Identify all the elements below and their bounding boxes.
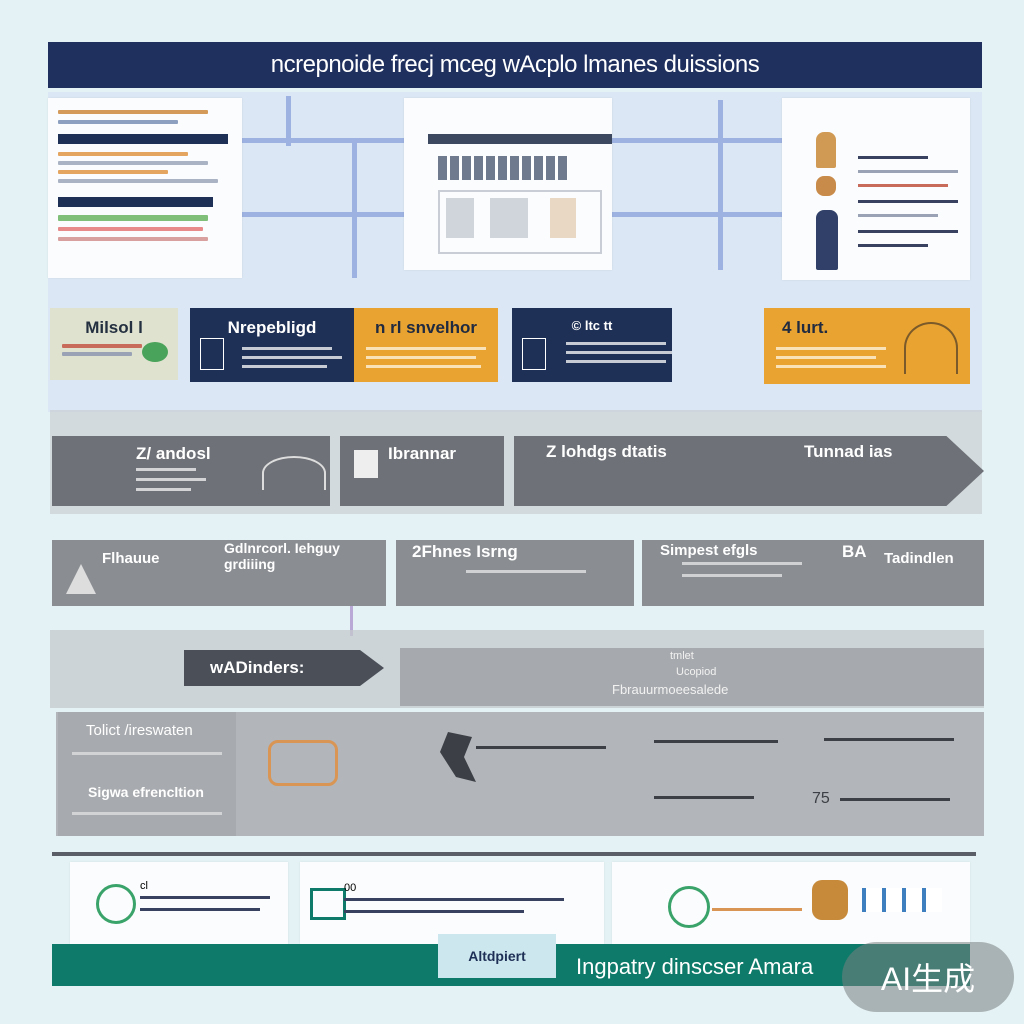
worker-icon — [268, 740, 338, 786]
text-lines-6-1 — [476, 746, 606, 749]
footer-title: Ingpatry dinscser Amara — [576, 954, 814, 979]
step-box-1: Milsol l — [50, 308, 178, 380]
worker-icon — [812, 880, 848, 920]
globe-icon — [668, 886, 710, 928]
info-panel-5: tmlet Ucopiod Fbrauurmoeesalede — [400, 648, 984, 706]
document-panel-left — [48, 98, 242, 278]
document-icon — [354, 450, 378, 478]
footer-card-3 — [612, 862, 970, 944]
fence-icon — [862, 888, 942, 912]
step-box-5: 4 lurt. — [764, 308, 970, 384]
page-title: ncrepnoide frecj mceg wAcplo lmanes duis… — [48, 42, 982, 88]
mountain-icon — [66, 564, 96, 594]
step-arrow-5: wADinders: — [184, 650, 384, 686]
document-icon — [200, 338, 224, 370]
legend-box-6: Tolict /ireswaten Sigwa efrencltion — [58, 712, 236, 836]
people-panel-right — [782, 98, 970, 280]
step-box-4-1: Flhauue Gdlnrcorl. Iehguy grdiiing — [52, 540, 386, 606]
footer-card-1: cl — [70, 862, 288, 944]
footer-card-2: 00 — [300, 862, 604, 944]
step-box-3-1: Z/ andosl — [52, 436, 330, 506]
check-icon — [96, 884, 136, 924]
document-icon — [522, 338, 546, 370]
connector-line — [352, 138, 357, 278]
step-box-4-2: 2Fhnes Isrng — [396, 540, 634, 606]
text-lines-6-5 — [840, 798, 950, 801]
bridge-icon — [262, 456, 326, 490]
leaf-icon — [142, 342, 168, 362]
building-panel-center — [404, 98, 612, 270]
footer-divider — [52, 852, 976, 856]
item-number-6-4: 75 — [812, 790, 830, 807]
connector-line — [350, 606, 353, 636]
step-box-2: Nrepebligd — [190, 308, 354, 382]
text-lines-6-4 — [654, 796, 754, 799]
diamond-icon — [310, 888, 346, 920]
structure-icon — [904, 322, 958, 374]
connector-line — [718, 100, 723, 270]
text-lines-6-3 — [824, 738, 954, 741]
connector-line — [286, 96, 291, 146]
step-box-4-3: Simpest efgls BA Tadindlen — [642, 540, 984, 606]
ai-generated-badge: AI生成 — [842, 942, 1014, 1012]
step-box-3-2: Ibrannar — [340, 436, 504, 506]
step-box-3: n rl snvelhor — [354, 308, 498, 382]
step-box-4: © ltc tt — [512, 308, 672, 382]
step-arrow-3-3: Z lohdgs dtatis Tunnad ias — [514, 436, 984, 506]
text-lines-6-2 — [654, 740, 778, 743]
footer-chip: Altdpiert — [438, 934, 556, 978]
